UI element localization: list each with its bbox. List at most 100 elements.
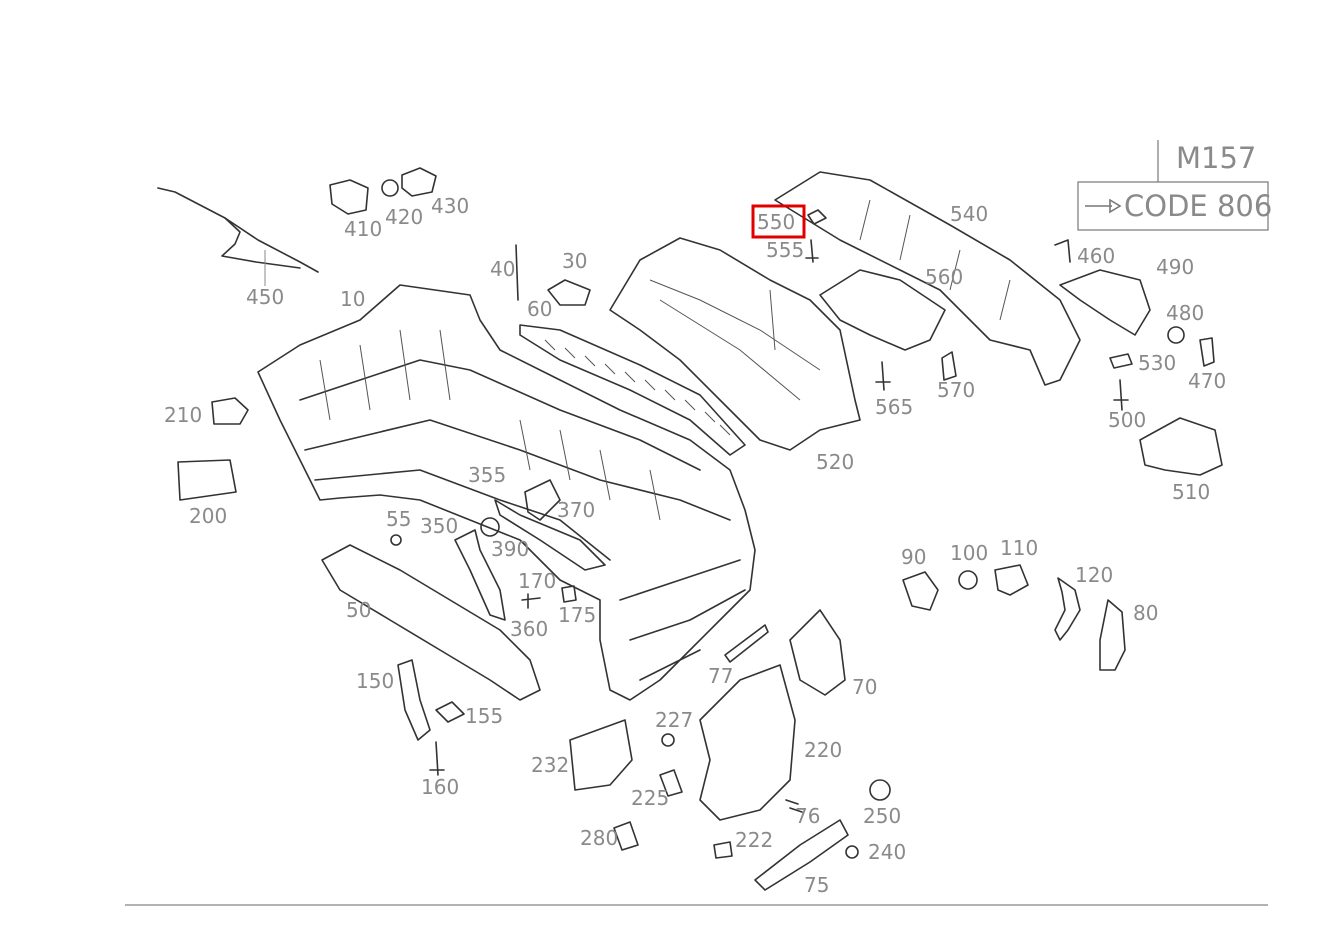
part-label[interactable]: 390 — [491, 537, 529, 561]
part-label[interactable]: 200 — [189, 504, 227, 528]
part-label[interactable]: 480 — [1166, 301, 1204, 325]
part-210-sensor — [211, 397, 249, 425]
part-150-bracket — [397, 659, 431, 741]
part-label[interactable]: 490 — [1156, 255, 1194, 279]
part-520-panel — [609, 237, 861, 451]
part-370-bracket — [524, 479, 561, 521]
part-label[interactable]: 520 — [816, 450, 854, 474]
part-120-strip — [1054, 577, 1081, 641]
part-10-bumper-cover — [257, 284, 756, 701]
part-30-bracket — [547, 279, 591, 306]
part-label[interactable]: 30 — [562, 249, 587, 273]
part-100-ring — [958, 570, 978, 590]
part-label[interactable]: 350 — [420, 514, 458, 538]
part-label[interactable]: 160 — [421, 775, 459, 799]
part-label[interactable]: 250 — [863, 804, 901, 828]
part-160-screw — [429, 741, 445, 776]
part-label[interactable]: 10 — [340, 287, 365, 311]
part-label[interactable]: 565 — [875, 395, 913, 419]
part-label[interactable]: 155 — [465, 704, 503, 728]
part-80-reflector — [1099, 599, 1126, 671]
part-label[interactable]: 100 — [950, 541, 988, 565]
part-label[interactable]: 220 — [804, 738, 842, 762]
part-label[interactable]: 80 — [1133, 601, 1158, 625]
part-label[interactable]: 50 — [346, 598, 371, 622]
part-label[interactable]: 70 — [852, 675, 877, 699]
code-box: M157 CODE 806 — [1077, 140, 1272, 231]
part-170-screw — [521, 593, 541, 609]
part-label[interactable]: 540 — [950, 202, 988, 226]
part-227-washer — [661, 733, 675, 747]
part-530-nut — [1109, 353, 1133, 369]
part-555-screw — [805, 239, 819, 263]
part-77-strip — [724, 624, 769, 663]
part-label[interactable]: 232 — [531, 753, 569, 777]
part-40-rod — [515, 244, 519, 301]
part-label[interactable]: 530 — [1138, 351, 1176, 375]
part-55-clip — [390, 534, 402, 546]
part-240-nut — [845, 845, 859, 859]
arrow-right-icon — [1085, 198, 1122, 214]
part-label[interactable]: 175 — [558, 603, 596, 627]
part-label[interactable]: 227 — [655, 708, 693, 732]
part-label[interactable]: 460 — [1077, 244, 1115, 268]
part-label[interactable]: 410 — [344, 217, 382, 241]
part-76-clip — [785, 799, 803, 813]
highlight-box-550[interactable] — [751, 204, 806, 239]
part-label[interactable]: 76 — [795, 804, 820, 828]
part-570-clip — [941, 351, 957, 381]
part-label[interactable]: 225 — [631, 786, 669, 810]
part-label[interactable]: 55 — [386, 507, 411, 531]
part-number-labels: 410 420 430 450 10 40 30 60 550 555 540 … — [164, 194, 1226, 897]
part-565-screw — [875, 361, 891, 391]
part-label[interactable]: 555 — [766, 238, 804, 262]
part-232-cover — [569, 719, 633, 791]
part-label[interactable]: 110 — [1000, 536, 1038, 560]
part-70-bracket — [789, 609, 846, 696]
part-label[interactable]: 560 — [925, 265, 963, 289]
part-500-screw — [1113, 379, 1129, 411]
part-label[interactable]: 360 — [510, 617, 548, 641]
part-200-cover — [177, 459, 237, 501]
part-280-clip — [613, 821, 639, 851]
part-label[interactable]: 450 — [246, 285, 284, 309]
part-label[interactable]: 430 — [431, 194, 469, 218]
part-label[interactable]: 370 — [557, 498, 595, 522]
part-460-490-bracket — [1054, 239, 1151, 336]
part-label[interactable]: 90 — [901, 545, 926, 569]
part-label[interactable]: 150 — [356, 669, 394, 693]
part-label[interactable]: 170 — [518, 569, 556, 593]
part-label[interactable]: 40 — [490, 257, 515, 281]
part-90-sensor — [902, 571, 939, 611]
part-540-560-diffuser — [774, 171, 1081, 386]
part-label[interactable]: 240 — [868, 840, 906, 864]
part-label[interactable]: 75 — [804, 873, 829, 897]
part-drawings — [157, 167, 1223, 891]
part-label[interactable]: 470 — [1188, 369, 1226, 393]
part-label[interactable]: 77 — [708, 664, 733, 688]
part-label[interactable]: 210 — [164, 403, 202, 427]
part-label[interactable]: 570 — [937, 378, 975, 402]
part-410-430-sensors — [329, 167, 437, 215]
part-label[interactable]: 510 — [1172, 480, 1210, 504]
part-label[interactable]: 550 — [757, 210, 795, 234]
part-470-clip — [1199, 337, 1215, 367]
part-222-clip — [713, 841, 733, 859]
part-450-harness — [157, 187, 319, 273]
part-label[interactable]: 120 — [1075, 563, 1113, 587]
part-60-grille-strip — [519, 324, 746, 456]
part-label[interactable]: 280 — [580, 826, 618, 850]
part-480-fastener — [1167, 326, 1185, 344]
part-250-grommet — [869, 779, 891, 801]
part-350-bracket — [454, 529, 506, 621]
part-550-clip — [807, 209, 827, 225]
part-label[interactable]: 60 — [527, 297, 552, 321]
part-label[interactable]: 420 — [385, 205, 423, 229]
part-220-bracket — [699, 664, 796, 821]
option-code: CODE 806 — [1124, 189, 1272, 223]
part-label[interactable]: 355 — [468, 463, 506, 487]
part-390-bushing — [480, 517, 500, 537]
part-label[interactable]: 222 — [735, 828, 773, 852]
part-50-absorber — [321, 544, 541, 701]
part-label[interactable]: 500 — [1108, 408, 1146, 432]
